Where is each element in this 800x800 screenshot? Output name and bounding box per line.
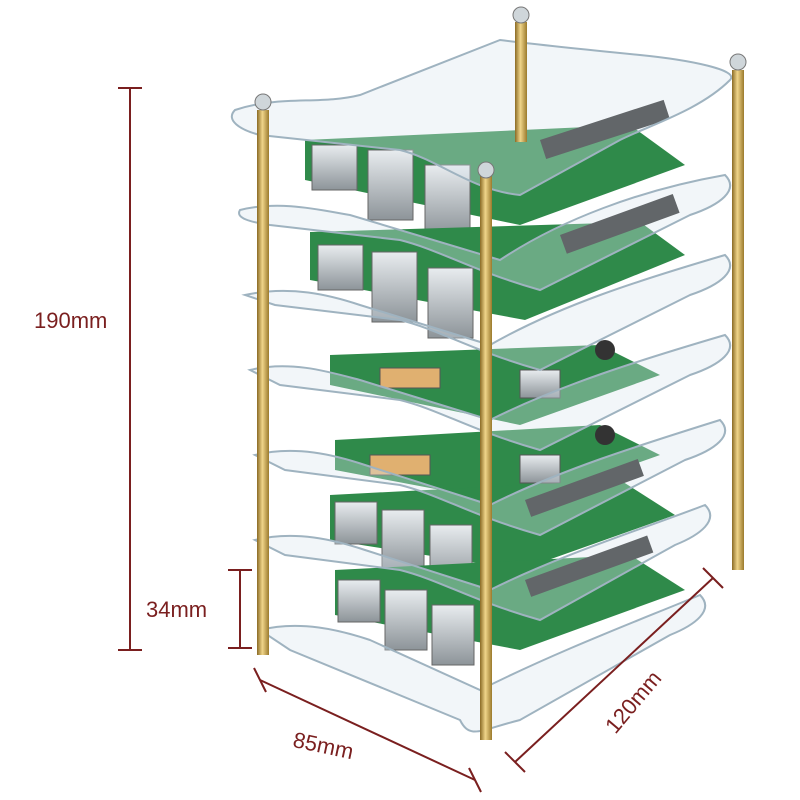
standoff-back-left — [515, 22, 527, 142]
pcb-stack — [305, 99, 685, 666]
standoff-front-left — [257, 110, 269, 655]
pcb-board — [335, 425, 660, 505]
standoff-front-right — [480, 175, 492, 740]
pcb-board — [310, 193, 685, 339]
pcb-board — [330, 340, 660, 425]
height-dimension-label: 190mm — [34, 308, 108, 333]
dimension-layer-spacing — [228, 569, 252, 649]
layer-spacing-dimension-label: 34mm — [146, 597, 208, 622]
pcb-board — [330, 458, 675, 586]
brass-standoffs — [254, 6, 747, 740]
pcb-board — [335, 535, 685, 666]
standoff-back-right — [732, 70, 744, 570]
dimension-depth — [504, 567, 724, 773]
acrylic-plate-top — [230, 38, 733, 197]
dimension-lines — [118, 87, 724, 793]
dimension-height — [118, 87, 142, 651]
dimension-width — [253, 667, 482, 793]
